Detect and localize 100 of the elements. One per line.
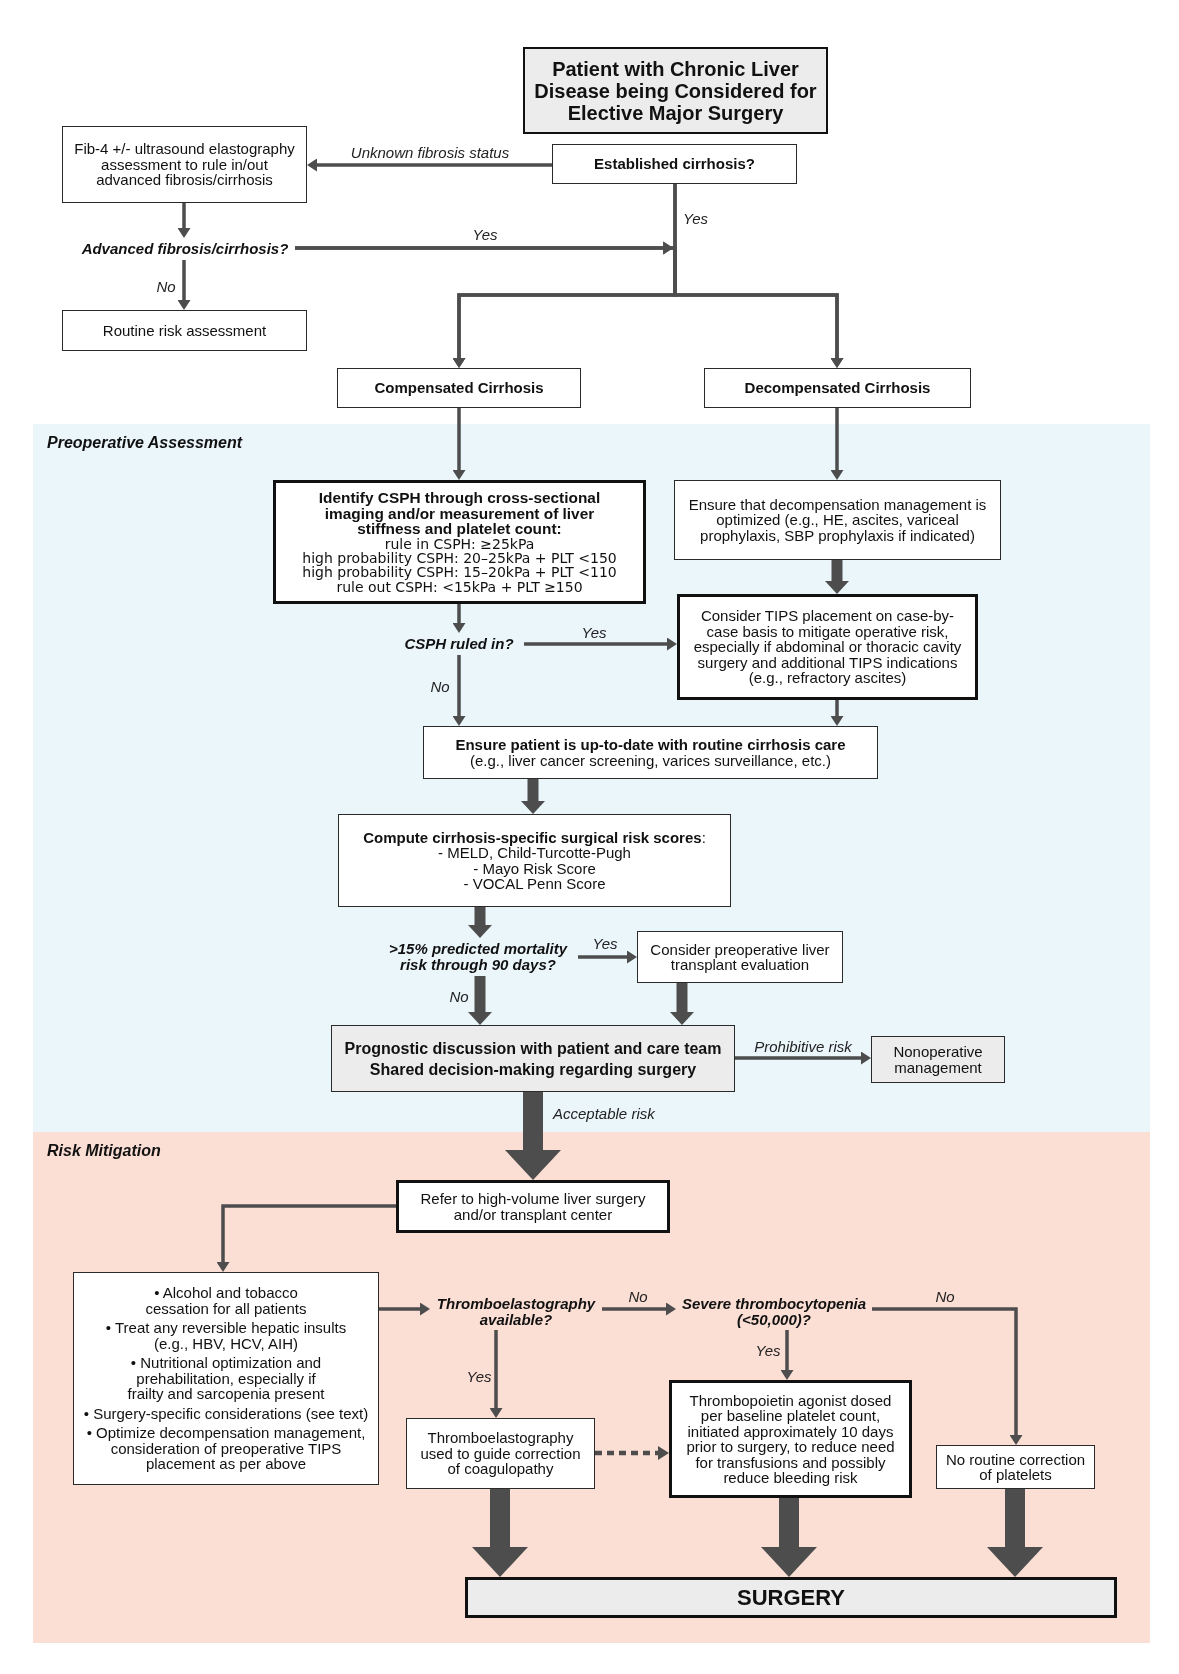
arrow: [673, 184, 844, 368]
box-text: Established cirrhosis?: [594, 156, 755, 172]
process-box: [704, 368, 971, 408]
process-box: [871, 1036, 1005, 1083]
list-item: - Mayo Risk Score: [473, 860, 596, 876]
process-box: [406, 1418, 595, 1489]
box-text: Shared decision-making regarding surgery: [369, 1059, 697, 1080]
process-box: [62, 126, 307, 203]
box-heading: Ensure patient is up-to-date with routine cirrhosis care: [455, 737, 846, 753]
edge-label: No: [628, 1287, 648, 1305]
process-box: [677, 594, 978, 700]
arrow: [670, 983, 694, 1025]
edge-label: Yes: [755, 1341, 781, 1359]
arrow: [468, 976, 492, 1025]
process-box: [669, 1380, 912, 1498]
arrow: [872, 1307, 1023, 1445]
edge-label: Yes: [683, 209, 709, 227]
list-item: - VOCAL Penn Score: [463, 876, 606, 892]
arrow: [177, 260, 191, 310]
box-text: SURGERY: [737, 1585, 845, 1610]
arrow: [307, 158, 552, 172]
process-box: [674, 480, 1001, 560]
arrow: [216, 1204, 396, 1272]
bullet-item: • Surgery-specific considerations (see text): [83, 1405, 369, 1422]
edge-label: Prohibitive risk: [754, 1037, 852, 1055]
process-box: [337, 368, 581, 408]
arrow: [830, 408, 844, 480]
edge-label: Yes: [592, 934, 618, 952]
box-text: Ensure that decompensation management is optimized (e.g., HE, ascites, variceal prophylaxis, SBP prophylaxis if indicated): [687, 496, 988, 544]
bullet-item: • Optimize decompensation management, consideration of preoperative TIPS placement as per above: [85, 1425, 367, 1472]
arrow: [761, 1498, 817, 1577]
section-band: [33, 424, 1150, 1132]
arrow: [521, 779, 545, 814]
process-box: [62, 310, 307, 351]
decision-question: Thromboelastography available?: [430, 1294, 602, 1330]
edge-label: Unknown fibrosis status: [350, 143, 510, 161]
box-heading: Compute cirrhosis-specific surgical risk scores:: [363, 829, 706, 845]
arrow: [452, 604, 466, 633]
process-box: [423, 726, 878, 779]
arrow: [780, 1330, 794, 1380]
bullet-item: • Nutritional optimization and prehabilitation, especially if frailty and sarcopenia present: [126, 1355, 326, 1402]
edge-label: Yes: [466, 1367, 492, 1385]
box-text: (e.g., liver cancer screening, varices surveillance, etc.): [470, 752, 831, 768]
arrow: [825, 560, 849, 594]
box-text: Fib-4 +/- ultrasound elastography assessment to rule in/out advanced fibrosis/cirrhosis: [73, 141, 296, 188]
edge-label: No: [430, 677, 450, 695]
process-box: [273, 480, 646, 604]
end-box: [465, 1577, 1117, 1618]
list-item: - MELD, Child-Turcotte-Pugh: [438, 845, 631, 861]
box-text: Consider preoperative liver transplant evaluation: [649, 941, 831, 973]
box-text: Routine risk assessment: [102, 322, 267, 339]
dashed-arrow: [595, 1446, 669, 1460]
edge-label: No: [935, 1287, 955, 1305]
box-text: Thrombopoietin agonist dosed per baseline platelet count, initiated approximately 10 days prior to surgery, to reduce need for transfusions and possibly reduce bleeding risk: [685, 1392, 896, 1486]
criteria-line: rule in CSPH: ≥25kPa: [384, 536, 535, 551]
box-text: Nonoperative management: [892, 1044, 984, 1075]
arrow: [379, 1302, 430, 1316]
section-heading: Risk Mitigation: [47, 1142, 161, 1160]
arrow: [468, 907, 492, 938]
edge-label: Yes: [472, 225, 498, 243]
criteria-line: high probability CSPH: 15–20kPa + PLT <110: [302, 565, 617, 580]
arrow: [177, 203, 191, 238]
arrow: [602, 1302, 676, 1316]
arrow: [987, 1489, 1043, 1577]
process-box: [936, 1445, 1095, 1489]
arrow: [830, 700, 844, 726]
box-text: Decompensated Cirrhosis: [744, 380, 931, 396]
arrow: [452, 655, 466, 726]
arrow: [505, 1092, 561, 1180]
decision-question: >15% predicted mortality risk through 90 days?: [378, 938, 578, 976]
arrow: [489, 1330, 503, 1418]
box-text: Patient with Chronic Liver Disease being Considered for Elective Major Surgery: [533, 57, 818, 124]
box-text: No routine correction of platelets: [944, 1451, 1087, 1483]
process-box: [396, 1180, 670, 1233]
decision-question: CSPH ruled in?: [394, 633, 524, 655]
bullet-item: • Alcohol and tobacco cessation for all patients: [144, 1285, 308, 1317]
box-heading: Identify CSPH through cross-sectional imaging and/or measurement of liver stiffness and platelet count:: [317, 490, 602, 537]
process-box: [338, 814, 731, 907]
arrow: [735, 1051, 871, 1065]
process-box: [73, 1272, 379, 1485]
decision-question: Severe thrombocytopenia (<50,000)?: [676, 1294, 872, 1330]
section-band: [33, 1132, 1150, 1643]
box-text: Prognostic discussion with patient and care team: [344, 1038, 722, 1059]
edge-label: No: [449, 987, 469, 1005]
arrow: [472, 1489, 528, 1577]
start-box: [523, 47, 828, 134]
box-text: Consider TIPS placement on case-by-case basis to mitigate operative risk, especially if abdominal or thoracic cavity surgery and additional TIPS indications (e.g., refractory ascites): [692, 608, 963, 686]
box-text: Refer to high-volume liver surgery and/or transplant center: [419, 1191, 647, 1222]
box-text: Thromboelastography used to guide correction of coagulopathy: [419, 1430, 582, 1477]
decision-question: Advanced fibrosis/cirrhosis?: [75, 238, 295, 260]
edge-label: Acceptable risk: [553, 1104, 655, 1122]
process-box: [331, 1025, 735, 1092]
process-box: [637, 931, 843, 983]
edge-label: Yes: [581, 623, 607, 641]
box-text: Compensated Cirrhosis: [374, 380, 544, 396]
edge-label: No: [156, 277, 176, 295]
arrow: [524, 637, 677, 651]
decision-box: [552, 144, 797, 184]
arrow: [452, 408, 466, 480]
arrow: [578, 950, 637, 964]
